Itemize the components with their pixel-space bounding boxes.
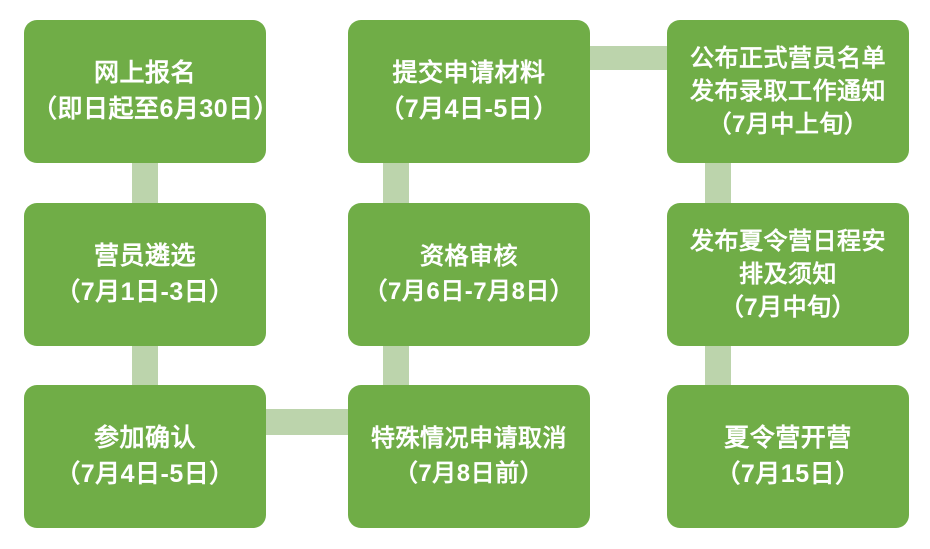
node-line: （7月1日-3日） [55,277,235,306]
node-line: 参加确认 [93,424,196,452]
node-submit-application-materials[interactable]: 提交申请材料 （7月4日-5日） [348,20,590,163]
node-line: 网上报名 [93,59,196,87]
connector-camper-selection-to-participation-confirmation [132,345,158,385]
node-line: 特殊情况申请取消 [371,425,567,453]
node-line: （7月4日-5日） [379,94,559,123]
node-camper-selection[interactable]: 营员遴选 （7月1日-3日） [24,203,266,346]
node-line: （7月中旬） [719,294,857,322]
connector-online-registration-to-camper-selection [132,163,158,203]
node-line: （7月中上旬） [707,111,869,139]
node-line: （7月8日前） [393,459,545,487]
node-qualification-review[interactable]: 资格审核 （7月6日-7月8日） [348,203,590,346]
node-line: （7月6日-7月8日） [363,277,575,305]
node-line: 夏令营开营 [724,424,852,452]
connector-qualification-review-to-special-cancellation-request [383,345,409,385]
connector-submit-application-materials-to-announce-official-camper-list [589,46,669,70]
node-camp-opening[interactable]: 夏令营开营 （7月15日） [667,385,909,528]
node-announce-official-camper-list[interactable]: 公布正式营员名单 发布录取工作通知 （7月中上旬） [667,20,909,163]
node-line: 资格审核 [420,243,518,271]
node-line: 公布正式营员名单 [690,44,886,72]
node-line: （7月15日） [715,459,861,488]
node-publish-camp-schedule[interactable]: 发布夏令营日程安 排及须知 （7月中旬） [667,203,909,346]
node-participation-confirmation[interactable]: 参加确认 （7月4日-5日） [24,385,266,528]
connector-submit-application-materials-to-qualification-review [383,163,409,203]
node-online-registration[interactable]: 网上报名 （即日起至6月30日） [24,20,280,163]
node-line: 发布录取工作通知 [690,77,886,105]
connector-publish-camp-schedule-to-camp-opening [705,345,731,385]
connector-participation-confirmation-to-special-cancellation-request [266,409,350,435]
node-special-cancellation-request[interactable]: 特殊情况申请取消 （7月8日前） [348,385,590,528]
connector-announce-official-camper-list-to-publish-camp-schedule [705,163,731,203]
node-line: 发布夏令营日程安 [690,227,886,255]
node-line: （即日起至6月30日） [32,94,280,123]
node-line: （7月4日-5日） [55,459,235,488]
node-line: 营员遴选 [93,242,196,270]
node-line: 提交申请材料 [392,59,546,87]
node-line: 排及须知 [739,260,837,288]
